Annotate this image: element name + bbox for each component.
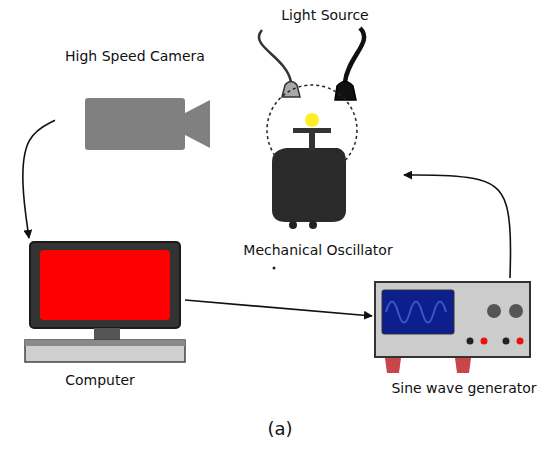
dot	[273, 267, 276, 270]
generator-foot	[455, 358, 471, 373]
terminal	[503, 338, 510, 345]
computer-base	[25, 340, 185, 362]
oscillator-foot	[289, 221, 297, 229]
oscillator-foot	[309, 221, 317, 229]
figure-caption: (a)	[267, 418, 292, 439]
generator-foot	[385, 358, 401, 373]
terminal	[467, 338, 474, 345]
device-label: Light Source	[278, 5, 371, 25]
monitor-stand	[94, 328, 120, 341]
device-label: Computer	[62, 370, 138, 390]
camera-body	[85, 98, 185, 150]
device-node: Light Source	[240, 5, 410, 105]
sine-trace	[386, 302, 446, 323]
device-node: Computer	[15, 238, 185, 390]
lamp-cable	[345, 28, 364, 82]
knob	[487, 304, 501, 318]
signal-arrow	[185, 300, 372, 316]
computer-base-top	[25, 340, 185, 346]
device-label: High Speed Camera	[62, 46, 208, 66]
device-label: Mechanical Oscillator	[240, 240, 395, 260]
terminal	[481, 338, 488, 345]
sample-drop	[305, 113, 319, 127]
signal-arrow	[23, 120, 55, 238]
oscillator-plate	[293, 128, 331, 133]
terminal	[517, 338, 524, 345]
lamp-cable	[259, 30, 291, 82]
monitor-screen	[40, 250, 170, 320]
knob	[509, 304, 523, 318]
generator-case	[375, 282, 530, 357]
monitor	[30, 242, 180, 328]
device-label: Sine wave generator	[388, 378, 539, 398]
oscillator-stem	[309, 131, 315, 151]
oscillator-body	[272, 148, 346, 222]
lamp-head	[335, 82, 356, 101]
generator-screen	[382, 290, 454, 334]
camera-lens	[185, 100, 210, 148]
device-node: Sine wave generator	[372, 278, 556, 398]
signal-arrow	[404, 175, 511, 278]
device-node: Mechanical Oscillator	[232, 85, 404, 260]
caption-box: (a)	[0, 418, 560, 439]
device-node: High Speed Camera	[55, 46, 215, 152]
